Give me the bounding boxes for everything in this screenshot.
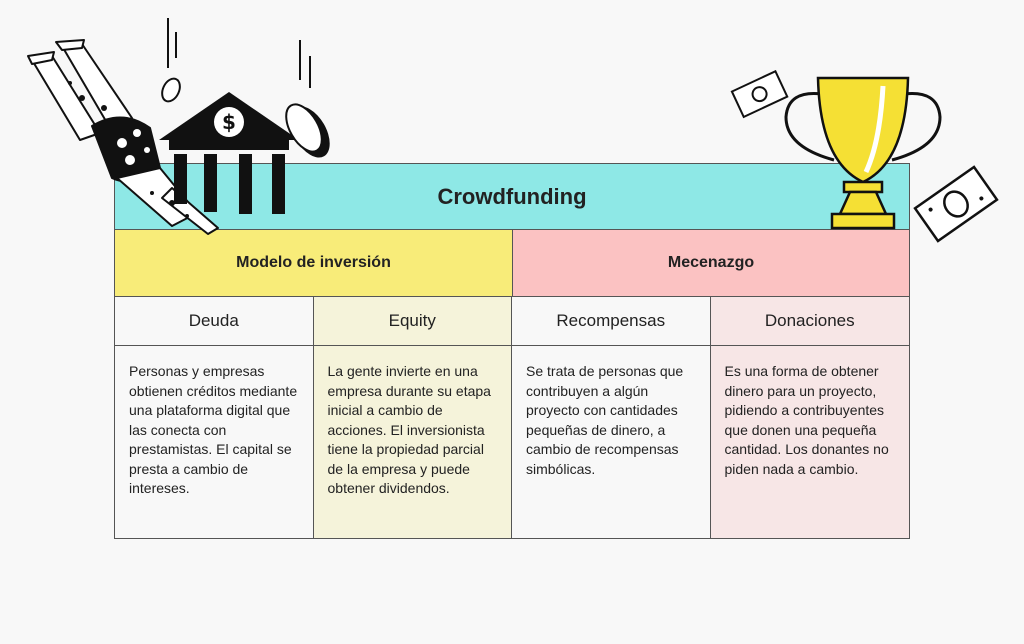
model-investment: Modelo de inversión <box>115 230 513 296</box>
type-equity: Equity <box>313 297 512 345</box>
coin-icon <box>285 40 330 158</box>
model-row: Modelo de inversión Mecenazgo <box>115 230 909 297</box>
page-title: Crowdfunding <box>437 183 587 209</box>
svg-text:$: $ <box>222 110 236 134</box>
type-rewards: Recompensas <box>512 297 711 345</box>
description-row: Personas y empresas obtienen créditos me… <box>115 346 909 538</box>
banknote-icon <box>730 70 789 119</box>
crowdfunding-table: Crowdfunding Modelo de inversión Mecenaz… <box>114 163 910 539</box>
trophy-icon <box>784 76 942 230</box>
bank-icon: $ <box>159 92 299 214</box>
type-header-row: Deuda Equity Recompensas Donaciones <box>115 297 909 346</box>
desc-donations: Es una forma de obtener dinero para un p… <box>710 346 909 538</box>
model-patronage: Mecenazgo <box>513 230 909 296</box>
banknote-icon <box>913 165 999 243</box>
desc-equity: La gente invierte en una empresa durante… <box>313 346 512 538</box>
desc-rewards: Se trata de personas que contribuyen a a… <box>512 346 711 538</box>
type-debt: Deuda <box>115 297 314 345</box>
desc-debt: Personas y empresas obtienen créditos me… <box>115 346 314 538</box>
type-donations: Donaciones <box>710 297 909 345</box>
dollar-icon: $ <box>214 107 244 137</box>
coin-icon <box>161 18 181 103</box>
